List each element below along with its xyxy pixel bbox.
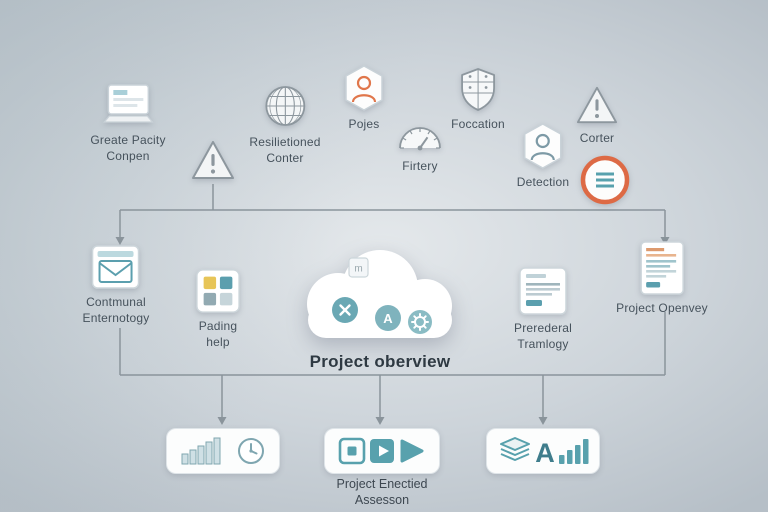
- orange-list-icon: [580, 155, 630, 205]
- node-mail: Contmunal Enternotogy: [83, 244, 150, 326]
- node-cloud: m A: [280, 236, 480, 351]
- shield-label: Foccation: [451, 117, 505, 131]
- cloud-tag-label: m: [354, 264, 362, 275]
- chart-clock-card: [166, 428, 280, 474]
- node-globe: Resilietioned Conter: [249, 82, 320, 166]
- node-warning-1: [189, 138, 237, 182]
- clock-icon: [238, 438, 264, 464]
- node-detection: Detection: [517, 122, 570, 191]
- node-corter: Corter: [574, 84, 620, 147]
- node-list-badge: [579, 154, 631, 206]
- shield-icon: [461, 68, 495, 111]
- document-icon: [519, 267, 567, 315]
- doc-orange-label: Project Openvey: [616, 301, 708, 315]
- media-card: [324, 428, 440, 474]
- bar-chart-icon: [181, 437, 221, 465]
- laptop-label: Greate Pacity Conpen: [90, 133, 166, 163]
- laptop-icon: [102, 84, 154, 123]
- node-doc-teal: Prerederal Tramlogy: [514, 266, 572, 352]
- node-pojes: Pojes: [342, 64, 386, 133]
- cloud-letter-label: A: [383, 311, 393, 326]
- mail-label: Contmunal Enternotogy: [82, 295, 150, 325]
- bottom-caption: Project Enectied Assesson: [336, 477, 428, 508]
- detection-label: Detection: [516, 175, 570, 189]
- gauge-icon: [399, 127, 441, 151]
- mail-window-icon: [92, 245, 140, 289]
- diagram-title: Project oberview: [309, 352, 451, 371]
- calendar-label: Pading help: [198, 319, 238, 349]
- node-shield: Foccation: [451, 66, 505, 133]
- node-gauge: Firtery: [394, 118, 446, 175]
- warning-triangle-icon: [576, 86, 618, 124]
- globe-icon: [265, 86, 305, 126]
- calendar-grid-icon: [196, 269, 240, 313]
- node-calendar: Pading help: [195, 268, 241, 350]
- node-laptop: Greate Pacity Conpen: [90, 82, 165, 164]
- media-controls-icon: [338, 437, 424, 465]
- gauge-label: Firtery: [402, 159, 438, 173]
- person-badge-icon: [345, 65, 383, 111]
- cloud-icon: m A: [307, 250, 452, 338]
- warning-triangle-icon: [192, 141, 234, 179]
- report-document-icon: [640, 241, 684, 295]
- globe-label: Resilietioned Conter: [249, 135, 321, 165]
- doc-teal-label: Prerederal Tramlogy: [513, 321, 573, 351]
- analytics-letter: A: [535, 438, 555, 467]
- corter-label: Corter: [579, 131, 615, 145]
- detection-person-icon: [524, 123, 562, 169]
- analytics-card: A: [486, 428, 600, 474]
- pojes-label: Pojes: [348, 117, 380, 131]
- node-doc-orange: Project Openvey: [616, 240, 708, 317]
- layers-analytics-icon: A: [500, 437, 589, 467]
